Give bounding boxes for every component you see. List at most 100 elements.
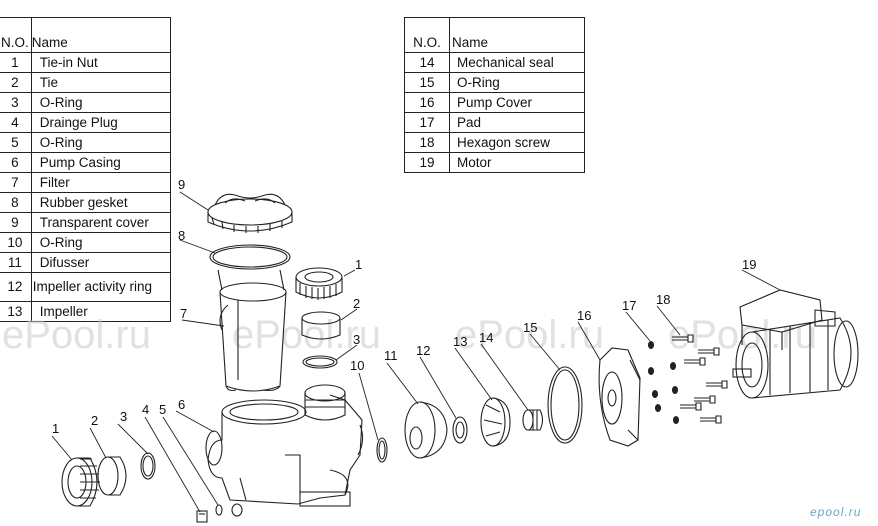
callout-10: 10 (350, 358, 364, 373)
header-no: N.O. (404, 17, 450, 53)
header-name: Name (30, 17, 171, 53)
table-header-row: N.O. Name (0, 17, 171, 53)
leader-18 (656, 305, 681, 336)
callout-11: 11 (384, 348, 398, 363)
leader-11 (386, 362, 419, 405)
diffuser-part (404, 401, 448, 459)
leader-19 (741, 269, 781, 291)
part-no: 15 (404, 72, 450, 93)
rubber-gasket-part (209, 244, 291, 270)
callout-2-upper: 2 (353, 296, 360, 311)
brand-mark: epool.ru (810, 505, 862, 519)
o-ring-upper-part (302, 355, 338, 369)
pump-cover-part (598, 347, 641, 447)
callout-19: 19 (742, 257, 756, 272)
watermark-group: ePool.ru ePool.ru ePool.ru ePool.ru (2, 313, 817, 357)
leader-7 (181, 319, 225, 327)
tie-in-nut-upper-part (295, 267, 343, 300)
part-no: 16 (404, 92, 450, 113)
leader-12 (419, 356, 457, 419)
part-name: Rubber gesket (30, 192, 171, 213)
hexagon-screws-part (672, 334, 728, 424)
header-no: N.O. (0, 17, 32, 53)
callout-17: 17 (622, 298, 636, 313)
leader-14 (480, 343, 529, 411)
pump-casing-part (205, 384, 364, 517)
part-name: Impeller activity ring (30, 272, 171, 302)
leader-1-lower (51, 435, 73, 461)
callout-labels: 9 8 7 1 2 3 10 11 12 13 14 15 16 17 18 1… (52, 177, 756, 436)
callout-13: 13 (453, 334, 467, 349)
leader-17 (625, 311, 651, 342)
impeller-part (480, 397, 511, 447)
callout-4: 4 (142, 402, 149, 417)
callout-9: 9 (178, 177, 185, 192)
leader-9 (179, 191, 209, 211)
part-name: Motor (449, 152, 585, 173)
drain-plug-part (196, 510, 208, 523)
impeller-ring-part (452, 416, 468, 444)
callout-18: 18 (656, 292, 670, 307)
callout-6: 6 (178, 397, 185, 412)
o-ring-15-part (547, 366, 583, 444)
filter-basket-part (217, 269, 287, 392)
part-name: Drainge Plug (30, 112, 171, 133)
callout-8: 8 (178, 228, 185, 243)
pads-part (647, 340, 680, 425)
callout-7: 7 (180, 306, 187, 321)
leader-10 (358, 372, 379, 441)
leader-lines (51, 191, 781, 513)
leader-8 (179, 239, 216, 254)
tie-upper-part (301, 311, 341, 340)
part-name: Pump Cover (449, 92, 585, 113)
watermark-text: ePool.ru (2, 313, 151, 357)
part-name: Filter (30, 172, 171, 193)
callout-12: 12 (416, 343, 430, 358)
part-name: Pad (449, 112, 585, 133)
leader-5 (162, 416, 219, 506)
leader-13 (454, 347, 493, 401)
leader-15 (529, 333, 561, 371)
callout-16: 16 (577, 308, 591, 323)
tie-lower-part (97, 456, 127, 496)
leader-16 (577, 321, 601, 361)
table-header-row: N.O. Name (404, 17, 585, 53)
part-name: Mechanical seal (449, 52, 585, 73)
leader-2-lower (89, 427, 107, 459)
small-o-ring-part (215, 504, 223, 516)
header-name: Name (449, 17, 585, 53)
watermark-text: ePool.ru (232, 313, 381, 357)
part-no: 19 (404, 152, 450, 173)
leader-3-upper (335, 344, 358, 361)
part-no: 14 (404, 52, 450, 73)
tie-in-nut-lower-part (61, 457, 100, 507)
leader-4 (144, 416, 201, 513)
leader-6 (175, 410, 215, 433)
callout-5: 5 (159, 402, 166, 417)
mechanical-seal-part (522, 409, 544, 431)
leader-3-lower (117, 423, 149, 455)
part-no: 10 (0, 232, 32, 253)
watermark-text: ePool.ru (455, 313, 604, 357)
callout-15: 15 (523, 320, 537, 335)
callout-1-lower: 1 (52, 421, 59, 436)
o-ring-10-part (376, 437, 388, 463)
callout-3-upper: 3 (353, 332, 360, 347)
